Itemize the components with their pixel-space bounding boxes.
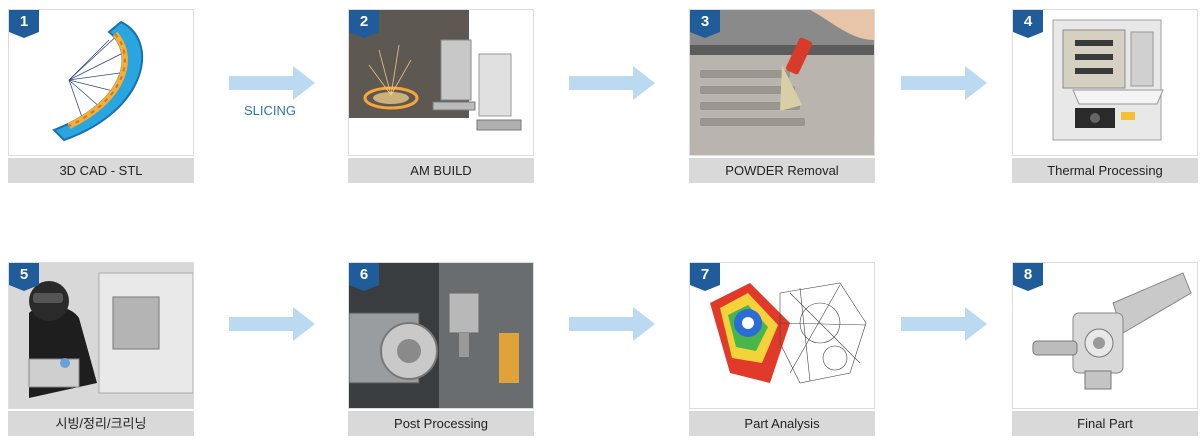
- step-4: 4 Thermal Processing: [1012, 9, 1198, 183]
- step-number-badge: 1: [9, 10, 39, 38]
- step-label: Final Part: [1012, 411, 1198, 436]
- flow-arrow: [901, 66, 987, 100]
- step-image-frame: 8: [1012, 262, 1198, 409]
- step-2: 2 AM BUILD: [348, 9, 534, 183]
- step-label: Part Analysis: [689, 411, 875, 436]
- step-number: 7: [690, 266, 720, 283]
- step-image-frame: 1: [8, 9, 194, 156]
- step-number-badge: 2: [349, 10, 379, 38]
- flow-arrow: [569, 307, 655, 341]
- step-image-frame: 4: [1012, 9, 1198, 156]
- slicing-label: SLICING: [227, 103, 313, 118]
- step-8: 8 Final Part: [1012, 262, 1198, 436]
- flow-arrow: [901, 307, 987, 341]
- step-3: 3 POWDER Removal: [689, 9, 875, 183]
- step-number: 1: [9, 13, 39, 30]
- step-label: AM BUILD: [348, 158, 534, 183]
- step-number-badge: 7: [690, 263, 720, 291]
- step-number-badge: 3: [690, 10, 720, 38]
- flow-arrow: [229, 66, 315, 100]
- step-7: 7 Part Analysis: [689, 262, 875, 436]
- step-image-frame: 2: [348, 9, 534, 156]
- step-number-badge: 8: [1013, 263, 1043, 291]
- step-number: 4: [1013, 13, 1043, 30]
- step-number: 6: [349, 266, 379, 283]
- step-label: Post Processing: [348, 411, 534, 436]
- step-label: 시빙/정리/크리닝: [8, 411, 194, 436]
- step-number: 5: [9, 266, 39, 283]
- step-label: POWDER Removal: [689, 158, 875, 183]
- step-6: 6 Post Processing: [348, 262, 534, 436]
- step-number-badge: 6: [349, 263, 379, 291]
- step-number: 2: [349, 13, 379, 30]
- step-image-frame: 5: [8, 262, 194, 409]
- step-image-frame: 6: [348, 262, 534, 409]
- step-image-frame: 3: [689, 9, 875, 156]
- step-number-badge: 5: [9, 263, 39, 291]
- step-image-frame: 7: [689, 262, 875, 409]
- step-5: 5 시빙/정리/크리닝: [8, 262, 194, 436]
- step-1: 1 3D CAD - STL: [8, 9, 194, 183]
- step-number-badge: 4: [1013, 10, 1043, 38]
- flow-arrow: [229, 307, 315, 341]
- step-label: Thermal Processing: [1012, 158, 1198, 183]
- step-label: 3D CAD - STL: [8, 158, 194, 183]
- flow-arrow: [569, 66, 655, 100]
- step-number: 3: [690, 13, 720, 30]
- step-number: 8: [1013, 266, 1043, 283]
